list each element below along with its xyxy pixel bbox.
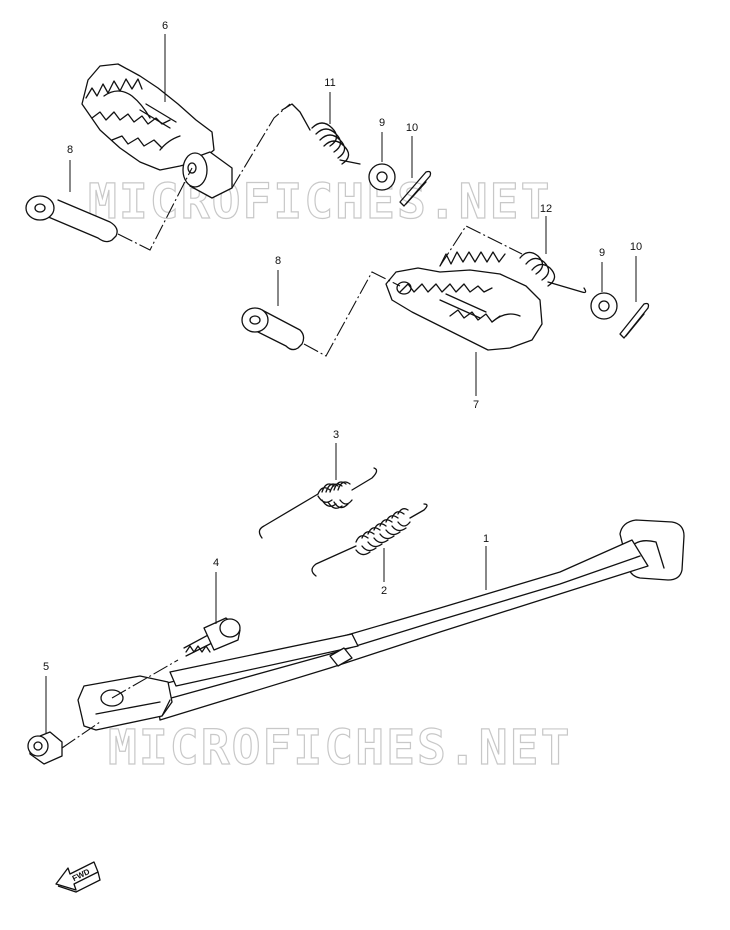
pin-top[interactable] (25, 195, 118, 243)
label-part-10-top: 10 (406, 122, 418, 134)
footrest-right[interactable] (385, 251, 543, 351)
bolt-axis (111, 659, 179, 699)
spring-12-axis (439, 225, 523, 267)
label-part-4: 4 (213, 557, 219, 569)
label-part-7: 7 (473, 399, 479, 411)
footrest-left[interactable] (81, 63, 233, 199)
label-part-8-middle: 8 (275, 255, 281, 267)
spring-3[interactable] (258, 467, 378, 539)
cotter-pin-top[interactable] (399, 170, 432, 207)
label-part-5: 5 (43, 661, 49, 673)
spring-11-axis (231, 103, 291, 189)
label-part-8-top: 8 (67, 144, 73, 156)
watermark-top: MICROFICHES.NET (88, 174, 551, 230)
watermark-bottom: MICROFICHES.NET (108, 720, 571, 776)
fwd-arrow-icon: FWD (55, 861, 101, 893)
cotter-pin-right[interactable] (619, 302, 650, 339)
label-part-9-top: 9 (379, 117, 385, 129)
label-part-1: 1 (483, 533, 489, 545)
pin-top-axis (117, 167, 193, 251)
label-part-12: 12 (540, 203, 552, 215)
side-stand[interactable] (77, 519, 685, 731)
pin-middle-axis (303, 271, 401, 357)
washer-top[interactable] (368, 163, 396, 191)
pin-middle[interactable] (241, 307, 305, 351)
nut-axis (61, 721, 101, 749)
spring-12[interactable] (519, 251, 587, 294)
label-part-11: 11 (324, 77, 335, 89)
label-part-10-right: 10 (630, 241, 642, 253)
label-part-6: 6 (162, 20, 168, 32)
label-part-2: 2 (381, 585, 387, 597)
spring-2[interactable] (311, 503, 428, 577)
label-part-3: 3 (333, 429, 339, 441)
nut[interactable] (27, 731, 63, 765)
bolt[interactable] (183, 617, 241, 657)
spring-11[interactable] (281, 103, 361, 165)
washer-right[interactable] (590, 292, 618, 320)
label-part-9-right: 9 (599, 247, 605, 259)
